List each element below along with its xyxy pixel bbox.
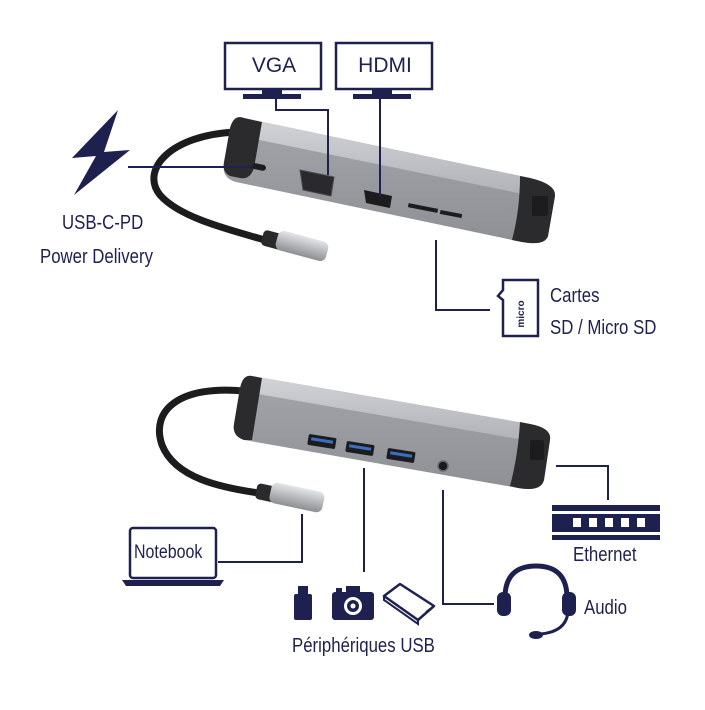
usb-stick-icon: [294, 586, 312, 620]
notebook-label: Notebook: [134, 542, 203, 563]
hdmi-port: [364, 190, 392, 208]
audio-line: [442, 490, 494, 605]
bottom-hub-device: [155, 375, 551, 513]
top-hub-top-face: [240, 118, 556, 200]
audio-label: Audio: [584, 597, 627, 619]
top-ethernet-port: [532, 196, 548, 216]
ethernet-line: [556, 465, 609, 500]
vga-label: VGA: [251, 54, 297, 77]
cards-line: [435, 240, 490, 311]
ethernet-label: Ethernet: [573, 544, 637, 566]
top-hub-left-cap: [223, 117, 262, 179]
notebook-line: [218, 514, 303, 563]
top-hub-device: [150, 117, 556, 262]
vga-line: [275, 95, 329, 175]
bottom-hub-top-face: [246, 376, 551, 444]
sd-microsd-label: SD / Micro SD: [550, 317, 657, 339]
laptop-icon: [122, 526, 224, 586]
power-delivery-label: Power Delivery: [40, 246, 153, 268]
top-hub-cable: [150, 128, 276, 246]
bottom-hub-left-cap: [233, 375, 262, 440]
top-hub-usb-c-plug: [275, 230, 329, 262]
hdmi-monitor-icon: [334, 41, 434, 99]
usb-a-ports: [307, 434, 416, 463]
ethernet-switch-icon: [552, 505, 660, 540]
usb-c-port: [252, 163, 266, 171]
usb-peripherals-label: Périphériques USB: [292, 635, 435, 657]
usb-c-pd-label: USB-C-PD: [62, 212, 144, 234]
headset-icon: [497, 563, 576, 639]
camera-icon: [332, 586, 374, 620]
bottom-hub-cable: [155, 386, 270, 498]
microsd-slot: [439, 209, 463, 219]
bottom-connector-lines: [218, 465, 609, 605]
vga-port: [299, 169, 335, 197]
microsd-card-icon: micro: [496, 278, 540, 338]
audio-jack: [437, 460, 449, 472]
bottom-hub-body: [233, 375, 551, 489]
vga-monitor-icon: [223, 41, 323, 99]
hdmi-label: HDMI: [358, 54, 412, 77]
bottom-hub-usb-c-plug: [269, 482, 325, 513]
lightning-icon: [72, 110, 130, 195]
svg-text:micro: micro: [516, 300, 527, 327]
bottom-ethernet-port: [530, 440, 544, 460]
cards-label: Cartes: [550, 285, 600, 307]
sd-slot: [407, 203, 439, 213]
top-connector-lines: [128, 95, 490, 311]
external-drive-icon: [382, 582, 436, 626]
